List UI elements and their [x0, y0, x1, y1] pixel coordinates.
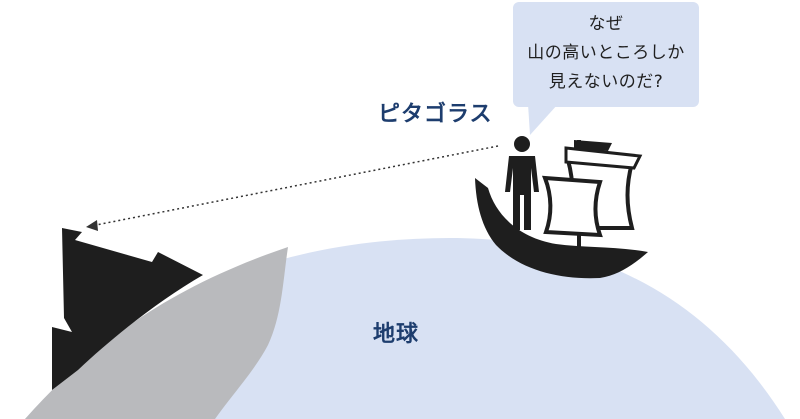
person-icon	[505, 136, 539, 230]
speech-bubble-icon	[513, 2, 699, 135]
arrowhead-icon	[86, 220, 98, 231]
mountain-icon	[52, 228, 203, 390]
earth-label: 地球	[373, 322, 420, 347]
mountain-slope	[25, 247, 288, 419]
speech-line: なぜ	[588, 14, 624, 34]
ship-icon	[475, 140, 648, 279]
speech-line: 山の高いところしか	[527, 43, 685, 63]
speech-line: 見えないのだ?	[548, 72, 664, 92]
person-label: ピタゴラス	[378, 102, 493, 127]
sight-line-arrow-icon	[95, 145, 499, 226]
speech-bubble-text: なぜ 山の高いところしか 見えないのだ?	[513, 10, 699, 97]
